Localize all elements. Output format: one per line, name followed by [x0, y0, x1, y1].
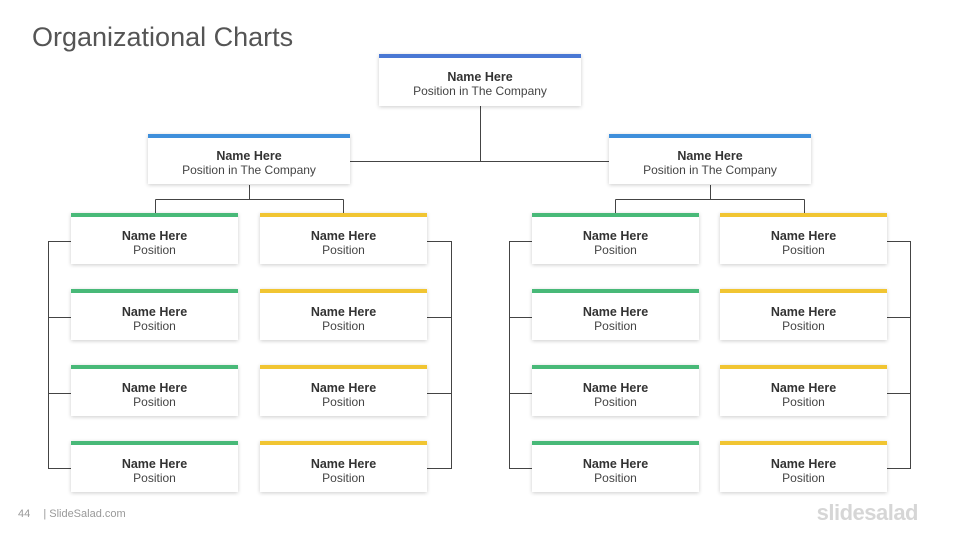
node-name: Name Here — [770, 457, 837, 471]
footer-source: | SlideSalad.com — [43, 508, 126, 520]
node-name: Name Here — [310, 381, 377, 395]
org-node-right-green-1: Name Here Position — [532, 213, 699, 264]
node-name: Name Here — [582, 229, 649, 243]
org-node-manager-left: Name Here Position in The Company — [148, 134, 350, 184]
node-name: Name Here — [582, 457, 649, 471]
node-name: Name Here — [770, 229, 837, 243]
org-node-right-yellow-1: Name Here Position — [720, 213, 887, 264]
node-name: Name Here — [582, 381, 649, 395]
org-node-right-green-4: Name Here Position — [532, 441, 699, 492]
org-node-left-green-3: Name Here Position — [71, 365, 238, 416]
node-name: Name Here — [677, 149, 743, 163]
node-position: Position in The Company — [643, 163, 777, 177]
node-position: Position — [782, 395, 825, 409]
node-name: Name Here — [310, 229, 377, 243]
org-node-left-green-1: Name Here Position — [71, 213, 238, 264]
node-name: Name Here — [216, 149, 282, 163]
org-node-left-yellow-3: Name Here Position — [260, 365, 427, 416]
node-position: Position — [782, 243, 825, 257]
connector-top-to-managers — [350, 106, 609, 162]
footer: 44 | SlideSalad.com — [18, 508, 126, 520]
brand-logo: slidesalad — [816, 500, 919, 525]
node-position: Position — [594, 243, 637, 257]
org-node-right-yellow-2: Name Here Position — [720, 289, 887, 340]
bracket-right-yellow — [887, 241, 911, 469]
node-position: Position — [322, 319, 365, 333]
node-name: Name Here — [310, 457, 377, 471]
node-name: Name Here — [121, 305, 188, 319]
org-node-right-yellow-4: Name Here Position — [720, 441, 887, 492]
org-node-top: Name Here Position in The Company — [379, 54, 581, 106]
node-name: Name Here — [582, 305, 649, 319]
bracket-left-green — [48, 241, 71, 469]
org-node-left-yellow-4: Name Here Position — [260, 441, 427, 492]
org-node-manager-right: Name Here Position in The Company — [609, 134, 811, 184]
org-node-left-green-2: Name Here Position — [71, 289, 238, 340]
node-position: Position — [782, 319, 825, 333]
connector-left-manager — [155, 185, 344, 213]
node-position: Position — [133, 395, 176, 409]
node-position: Position — [594, 471, 637, 485]
org-node-left-yellow-1: Name Here Position — [260, 213, 427, 264]
bracket-left-yellow — [427, 241, 452, 469]
node-position: Position — [133, 319, 176, 333]
org-node-left-yellow-2: Name Here Position — [260, 289, 427, 340]
connector-right-manager — [615, 185, 805, 213]
org-node-left-green-4: Name Here Position — [71, 441, 238, 492]
node-name: Name Here — [447, 70, 513, 84]
node-position: Position — [594, 395, 637, 409]
org-node-right-green-3: Name Here Position — [532, 365, 699, 416]
node-position: Position — [322, 395, 365, 409]
node-position: Position — [322, 471, 365, 485]
node-name: Name Here — [121, 229, 188, 243]
node-position: Position in The Company — [182, 163, 316, 177]
page-title: Organizational Charts — [32, 22, 294, 52]
node-position: Position — [782, 471, 825, 485]
node-name: Name Here — [770, 305, 837, 319]
node-name: Name Here — [770, 381, 837, 395]
node-position: Position — [133, 471, 176, 485]
node-position: Position — [322, 243, 365, 257]
node-name: Name Here — [121, 381, 188, 395]
node-position: Position in The Company — [413, 84, 547, 98]
node-position: Position — [133, 243, 176, 257]
page-number: 44 — [18, 508, 31, 520]
org-node-right-green-2: Name Here Position — [532, 289, 699, 340]
node-name: Name Here — [310, 305, 377, 319]
bracket-right-green — [509, 241, 532, 469]
org-node-right-yellow-3: Name Here Position — [720, 365, 887, 416]
node-position: Position — [594, 319, 637, 333]
node-name: Name Here — [121, 457, 188, 471]
